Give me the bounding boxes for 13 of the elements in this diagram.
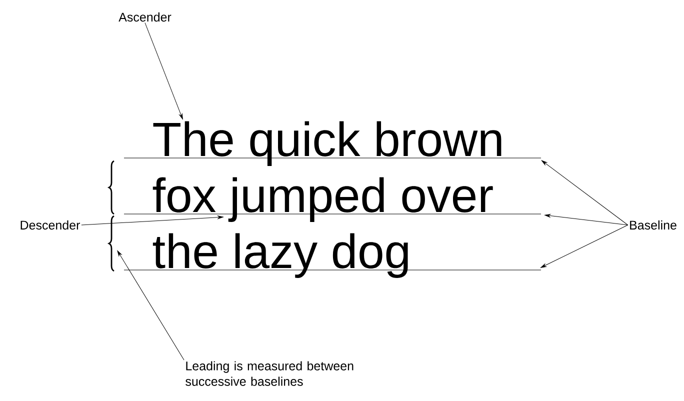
- callout-label: Ascender: [118, 12, 172, 22]
- leader-line: [117, 250, 184, 360]
- sample-text: The quick brown: [153, 121, 502, 166]
- leader-line: [81, 216, 224, 226]
- callout-label: Baseline: [630, 220, 676, 230]
- sample-text: the lazy dog: [152, 233, 408, 278]
- leader-line: [144, 22, 183, 120]
- leader-line: [544, 214, 628, 226]
- callout-label: Leading is measured between successive baselines: [186, 361, 354, 386]
- callout-label: Descender: [20, 220, 80, 230]
- sample-text: fox jumped over: [152, 177, 493, 222]
- leader-line: [542, 160, 628, 226]
- leader-line: [540, 224, 628, 268]
